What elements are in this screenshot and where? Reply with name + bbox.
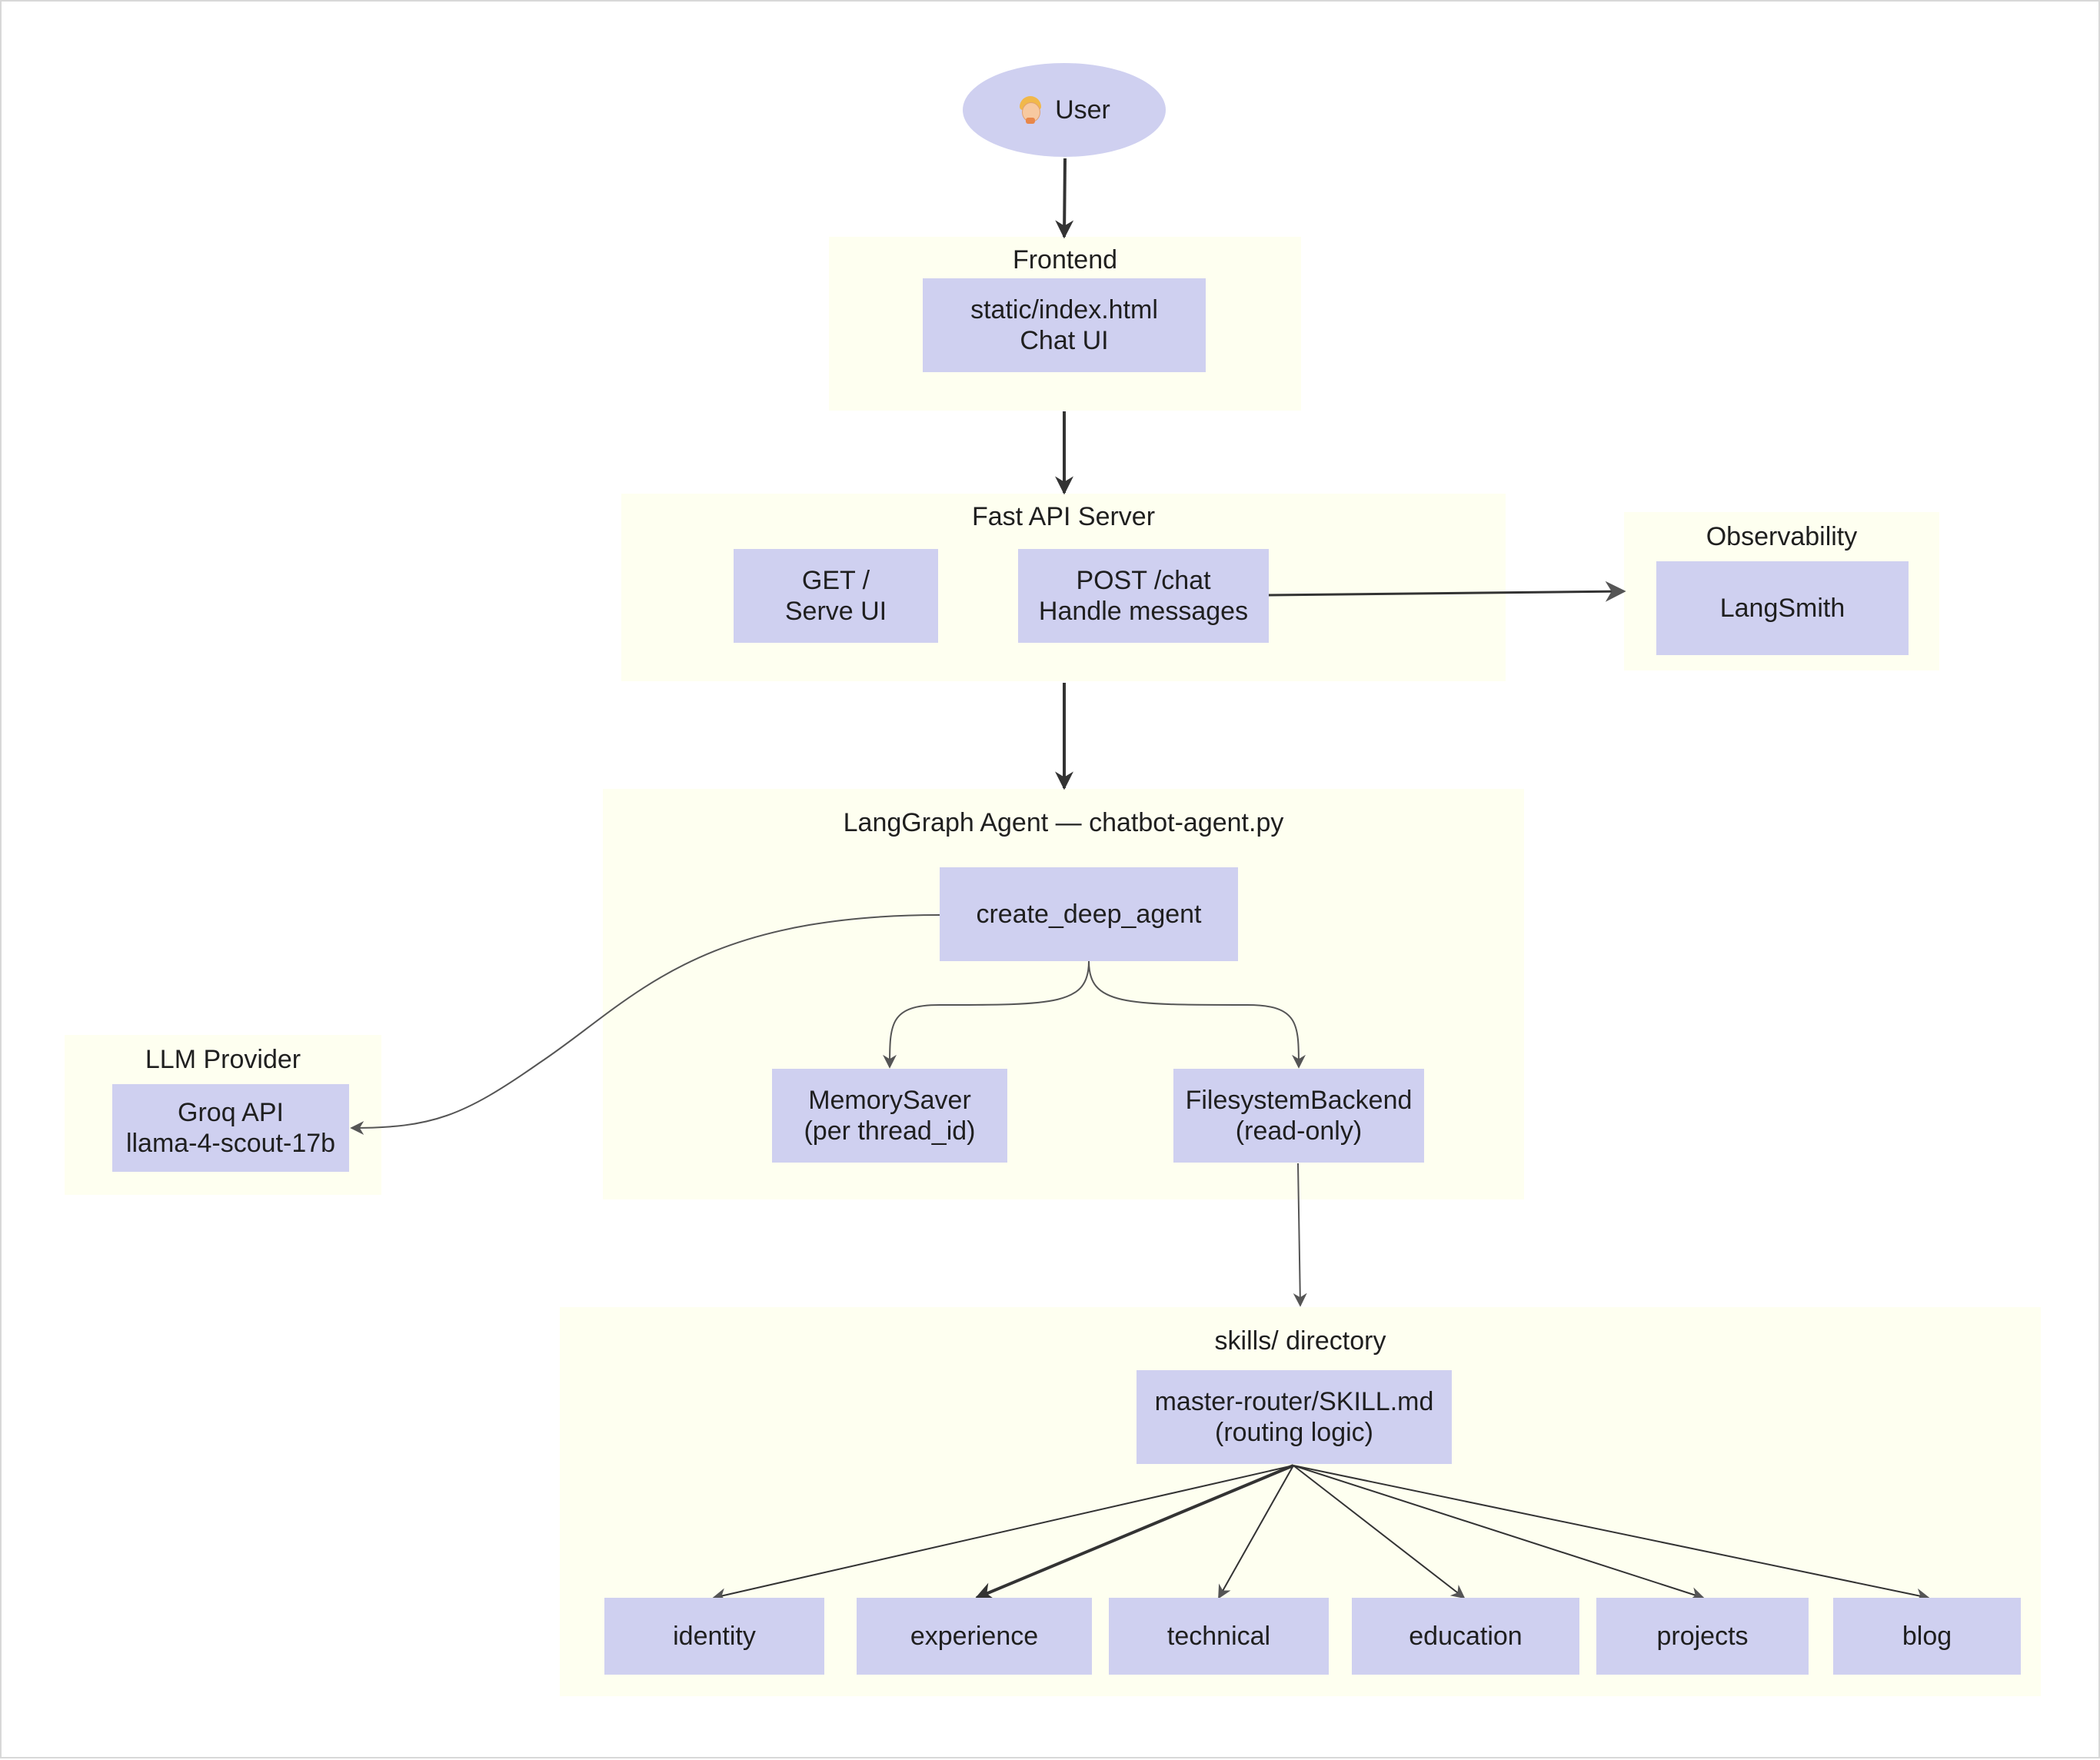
- edge-router-technical: [1218, 1465, 1294, 1599]
- skill-technical-node[interactable]: technical: [1109, 1598, 1329, 1675]
- edge-agent-filesystem: [1088, 960, 1306, 1069]
- skill-education-label: education: [1409, 1622, 1523, 1651]
- groq-api-line-1: Groq API: [178, 1098, 284, 1127]
- frontend-node[interactable]: static/index.html Chat UI: [923, 278, 1206, 372]
- skill-projects-label: projects: [1656, 1622, 1749, 1651]
- master-router-node[interactable]: master-router/SKILL.md (routing logic): [1137, 1370, 1452, 1464]
- skill-projects-node[interactable]: projects: [1596, 1598, 1809, 1675]
- frontend-cluster-title: Frontend: [1012, 245, 1118, 274]
- edge-router-education: [1293, 1465, 1466, 1599]
- langsmith-node[interactable]: LangSmith: [1656, 561, 1909, 655]
- edge-user-frontend: [1055, 158, 1074, 239]
- skill-experience-node[interactable]: experience: [857, 1598, 1092, 1675]
- groq-api-line-2: llama-4-scout-17b: [125, 1129, 336, 1158]
- llm-cluster-title: LLM Provider: [145, 1045, 301, 1074]
- skill-experience-label: experience: [910, 1622, 1039, 1651]
- skill-blog-label: blog: [1902, 1622, 1952, 1651]
- edge-agent-memory: [883, 960, 1090, 1069]
- create-deep-agent-node[interactable]: create_deep_agent: [940, 867, 1238, 961]
- filesystem-backend-line-1: FilesystemBackend: [1185, 1086, 1413, 1115]
- memory-saver-line-1: MemorySaver: [808, 1086, 971, 1115]
- edge-router-experience: [974, 1464, 1294, 1600]
- master-router-line-1: master-router/SKILL.md: [1154, 1387, 1434, 1416]
- get-route-line-1: GET /: [801, 566, 870, 595]
- user-node[interactable]: User: [963, 63, 1166, 157]
- edge-router-blog: [1293, 1465, 1930, 1602]
- create-deep-agent-label: create_deep_agent: [976, 900, 1202, 929]
- edge-agent-llm: [350, 914, 940, 1135]
- master-router-line-2: (routing logic): [1215, 1418, 1373, 1447]
- agent-cluster-title: LangGraph Agent — chatbot-agent.py: [843, 808, 1284, 837]
- get-route-line-2: Serve UI: [784, 597, 887, 626]
- get-route-node[interactable]: GET / Serve UI: [734, 549, 938, 643]
- frontend-node-line-1: static/index.html: [970, 295, 1158, 324]
- post-chat-line-1: POST /chat: [1076, 566, 1211, 595]
- user-label: User: [1055, 95, 1110, 125]
- skill-education-node[interactable]: education: [1352, 1598, 1579, 1675]
- skill-blog-node[interactable]: blog: [1833, 1598, 2021, 1675]
- fastapi-cluster-title: Fast API Server: [971, 502, 1156, 531]
- person-icon: [1018, 96, 1043, 124]
- edge-router-identity: [712, 1465, 1294, 1602]
- post-chat-node[interactable]: POST /chat Handle messages: [1018, 549, 1269, 643]
- memory-saver-line-2: (per thread_id): [804, 1116, 976, 1146]
- skill-identity-node[interactable]: identity: [604, 1598, 824, 1675]
- skill-technical-label: technical: [1166, 1622, 1271, 1651]
- memory-saver-node[interactable]: MemorySaver (per thread_id): [772, 1069, 1007, 1163]
- skills-cluster-title: skills/ directory: [1214, 1326, 1386, 1356]
- langsmith-label: LangSmith: [1719, 594, 1845, 623]
- edge-router-projects: [1293, 1465, 1705, 1601]
- observability-cluster-title: Observability: [1706, 522, 1858, 551]
- edge-post-langsmith: [1268, 581, 1626, 602]
- filesystem-backend-line-2: (read-only): [1235, 1116, 1363, 1146]
- skill-identity-label: identity: [673, 1622, 756, 1651]
- post-chat-line-2: Handle messages: [1038, 597, 1249, 626]
- filesystem-backend-node[interactable]: FilesystemBackend (read-only): [1173, 1069, 1424, 1163]
- groq-api-node[interactable]: Groq API llama-4-scout-17b: [112, 1084, 349, 1172]
- frontend-node-line-2: Chat UI: [1020, 326, 1109, 355]
- edge-filesystem-skills: [1293, 1163, 1307, 1307]
